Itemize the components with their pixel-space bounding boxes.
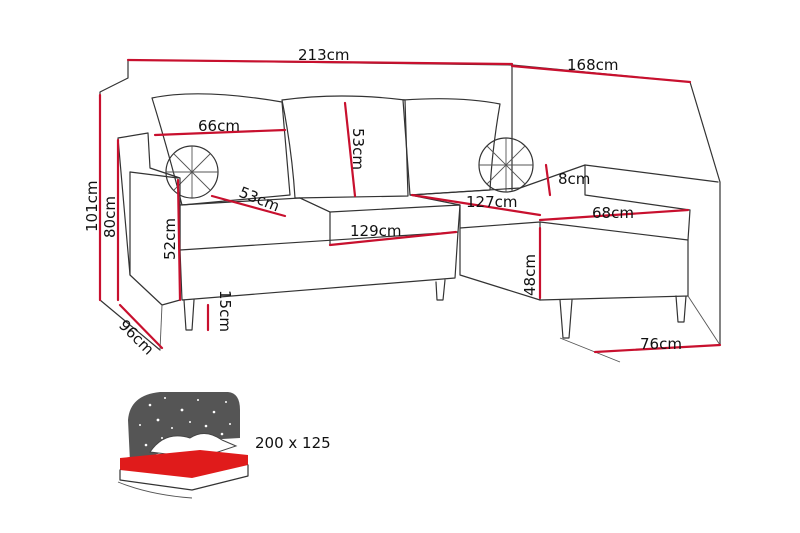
label-leg-height: 15cm: [216, 290, 234, 332]
star-icons: [139, 397, 231, 447]
dimension-labels: 213cm 168cm 66cm 53cm 53cm 8cm 101cm 80c…: [83, 46, 682, 358]
leg-chaise-front: [559, 299, 573, 339]
dim-line-chaise-inner-length: [410, 193, 542, 217]
bed-mattress: [120, 450, 248, 478]
dim-line-seat-width: [328, 230, 458, 247]
label-total-height: 101cm: [83, 181, 101, 233]
main-seat: [179, 197, 461, 251]
label-chaise-length: 168cm: [567, 56, 619, 74]
label-seat-depth: 53cm: [237, 183, 283, 215]
label-chaise-height: 48cm: [521, 254, 539, 296]
dim-line-seat-depth: [210, 194, 287, 218]
dim-line-armrest-height: [176, 178, 182, 302]
dim-line-cushion-width: [153, 128, 287, 137]
dim-line-pillow-thickness: [544, 163, 552, 197]
dim-line-chaise-length: [510, 64, 692, 84]
leg-front-left: [183, 299, 195, 331]
chaise-seat: [409, 164, 691, 241]
dim-line-cushion-height: [343, 101, 357, 198]
dimension-lines: [98, 58, 722, 354]
label-cushion-width: 66cm: [198, 117, 240, 135]
bed-size-label: 200 x 125: [255, 434, 331, 452]
back-cushion-left: [151, 93, 291, 206]
bed-function-illustration: 200 x 125: [117, 392, 331, 499]
label-cushion-height: 53cm: [349, 128, 367, 170]
dim-line-total-width: [126, 58, 514, 66]
label-chaise-seat-width: 68cm: [592, 204, 634, 222]
label-seat-width: 129cm: [350, 222, 402, 240]
label-chaise-inner-length: 127cm: [466, 193, 518, 211]
dim-line-chaise-seat-width: [538, 208, 690, 222]
back-cushion-right: [402, 98, 501, 196]
label-armrest-height: 52cm: [161, 218, 179, 260]
label-pillow-thickness: 8cm: [558, 170, 590, 188]
label-chaise-width: 76cm: [640, 335, 682, 353]
dim-line-chaise-width: [593, 343, 722, 354]
label-backrest-height: 80cm: [101, 196, 119, 238]
leg-chaise-right: [675, 295, 687, 323]
label-total-width: 213cm: [298, 46, 350, 64]
dim-line-sofa-depth: [118, 303, 164, 350]
leg-front-middle: [435, 279, 446, 301]
